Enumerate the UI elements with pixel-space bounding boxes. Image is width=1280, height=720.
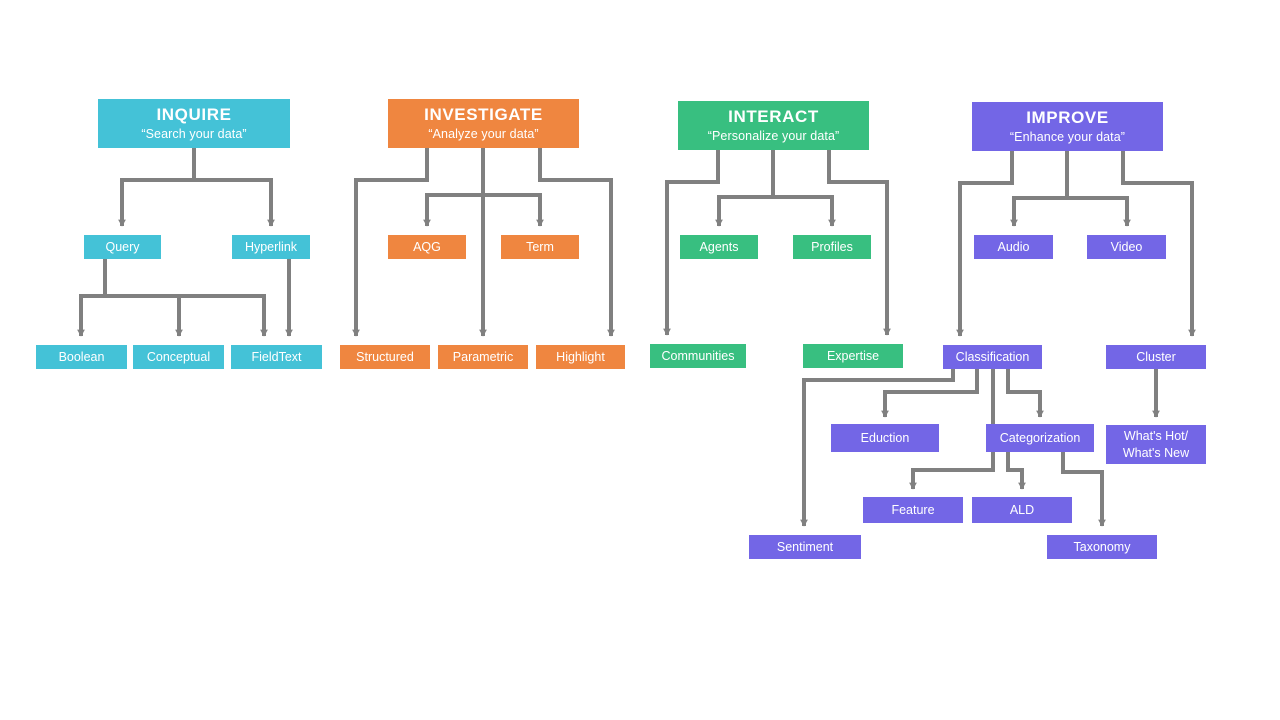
edge-classification-eduction: [881, 369, 979, 418]
node-ald[interactable]: ALD: [972, 497, 1072, 523]
node-feature[interactable]: Feature: [863, 497, 963, 523]
header-interact-title: INTERACT: [728, 107, 819, 127]
header-investigate-title: INVESTIGATE: [424, 105, 543, 125]
node-highlight[interactable]: Highlight: [536, 345, 625, 369]
node-query[interactable]: Query: [84, 235, 161, 259]
node-conceptual[interactable]: Conceptual: [133, 345, 224, 369]
node-boolean[interactable]: Boolean: [36, 345, 127, 369]
node-sentiment[interactable]: Sentiment: [749, 535, 861, 559]
node-taxonomy[interactable]: Taxonomy: [1047, 535, 1157, 559]
header-investigate[interactable]: INVESTIGATE “Analyze your data”: [388, 99, 579, 148]
header-improve[interactable]: IMPROVE “Enhance your data”: [972, 102, 1163, 151]
edge-improve-cluster: [1121, 151, 1196, 337]
node-fieldtext[interactable]: FieldText: [231, 345, 322, 369]
header-inquire-subtitle: “Search your data”: [141, 127, 247, 142]
edge-inquire-hyperlink: [192, 148, 275, 227]
header-improve-title: IMPROVE: [1026, 108, 1109, 128]
connector-paths: [77, 148, 1196, 527]
edge-investigate-aqg: [423, 148, 485, 227]
edge-query-boolean: [77, 259, 107, 337]
node-audio[interactable]: Audio: [974, 235, 1053, 259]
header-investigate-subtitle: “Analyze your data”: [428, 127, 539, 142]
edge-improve-video: [1065, 151, 1131, 227]
edge-categorization-ald: [1006, 452, 1026, 490]
node-classification[interactable]: Classification: [943, 345, 1042, 369]
whats-hot-line2: What's New: [1122, 445, 1190, 460]
node-aqg[interactable]: AQG: [388, 235, 466, 259]
edge-classification-sentiment: [800, 369, 955, 527]
edge-query-fieldtext: [103, 259, 268, 337]
edge-improve-audio: [1010, 151, 1069, 227]
header-interact-subtitle: “Personalize your data”: [707, 129, 840, 144]
node-profiles[interactable]: Profiles: [793, 235, 871, 259]
header-improve-subtitle: “Enhance your data”: [1009, 130, 1126, 145]
edge-investigate-highlight: [538, 148, 615, 337]
node-expertise[interactable]: Expertise: [803, 344, 903, 368]
node-video[interactable]: Video: [1087, 235, 1166, 259]
node-parametric[interactable]: Parametric: [438, 345, 528, 369]
edge-interact-communities: [663, 150, 720, 336]
edge-classification-feature: [909, 369, 995, 490]
edge-improve-classification: [956, 151, 1014, 337]
edge-classification-categorization: [1006, 369, 1044, 418]
header-interact[interactable]: INTERACT “Personalize your data”: [678, 101, 869, 150]
whats-hot-line1: What's Hot/: [1123, 429, 1189, 443]
edge-investigate-structured: [352, 148, 429, 337]
node-term[interactable]: Term: [501, 235, 579, 259]
node-structured[interactable]: Structured: [340, 345, 430, 369]
edge-investigate-term: [481, 148, 544, 227]
node-categorization[interactable]: Categorization: [986, 424, 1094, 452]
edge-categorization-taxonomy: [1061, 452, 1106, 527]
node-eduction[interactable]: Eduction: [831, 424, 939, 452]
header-inquire-title: INQUIRE: [156, 105, 232, 125]
edge-interact-agents: [715, 150, 775, 227]
edge-interact-expertise: [827, 150, 891, 336]
node-agents[interactable]: Agents: [680, 235, 758, 259]
header-inquire[interactable]: INQUIRE “Search your data”: [98, 99, 290, 148]
node-cluster[interactable]: Cluster: [1106, 345, 1206, 369]
node-hyperlink[interactable]: Hyperlink: [232, 235, 310, 259]
node-communities[interactable]: Communities: [650, 344, 746, 368]
edge-inquire-query: [118, 148, 196, 227]
node-whats-hot-whats-new[interactable]: What's Hot/ What's New: [1106, 425, 1206, 464]
edge-interact-profiles: [771, 150, 836, 227]
